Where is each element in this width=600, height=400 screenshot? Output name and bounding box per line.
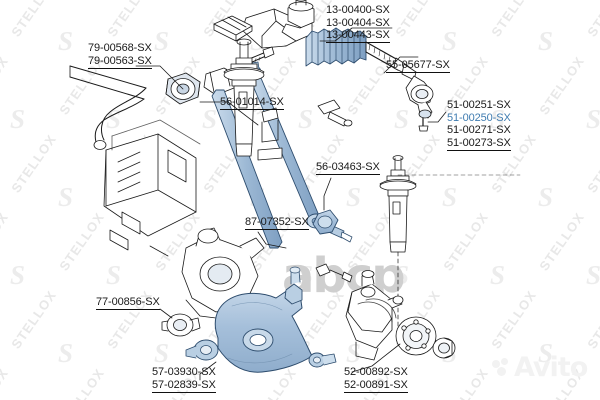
- callout-tie-rod-axial: 55-05677-SX: [386, 59, 450, 73]
- callout-stabilizer-bushing: 79-00568-SX 79-00563-SX: [88, 42, 152, 69]
- part-number: 13-00443-SX: [326, 29, 390, 41]
- front-strut-right-group: [379, 155, 521, 331]
- ball-joint-part-group: [312, 209, 339, 235]
- part-number: 55-05677-SX: [386, 59, 450, 71]
- avito-logo-icon: [492, 358, 511, 377]
- part-number: 57-02839-SX: [152, 378, 216, 391]
- front-strut-left-group: [223, 38, 265, 157]
- part-number: 13-00404-SX: [326, 16, 390, 29]
- lower-control-arm-group: [185, 266, 337, 373]
- steering-rack-group: [213, 0, 417, 81]
- callout-control-arm-bushing: 77-00856-SX: [96, 296, 160, 310]
- stabilizer-link-group: [211, 61, 353, 249]
- part-number: 87-07352-SX: [245, 216, 309, 228]
- control-arm-rear-bushing-group: [161, 313, 201, 337]
- part-number: 79-00568-SX: [88, 42, 152, 54]
- part-number: 51-00273-SX: [447, 136, 511, 149]
- part-number: 52-00891-SX: [344, 378, 408, 391]
- part-number: 51-00251-SX: [447, 99, 511, 111]
- avito-wordmark: Avito: [514, 352, 588, 383]
- callout-tie-rod-end: 51-00251-SX 51-00250-SX 51-00271-SX 51-0…: [447, 99, 511, 151]
- steering-knuckle-group: [181, 227, 265, 325]
- subframe-bracket-group: [103, 119, 201, 257]
- callout-stabilizer-link: 56-01014-SX: [220, 96, 284, 110]
- part-number-highlighted: 51-00250-SX: [447, 111, 511, 124]
- part-number: 13-00400-SX: [326, 4, 390, 16]
- avito-watermark: Avito: [492, 352, 588, 383]
- callout-stabilizer-link-lower: 56-03463-SX: [316, 161, 380, 175]
- tie-rod-end-group: [405, 75, 434, 132]
- leader-lines-group: [135, 27, 447, 381]
- part-number: 79-00563-SX: [88, 54, 152, 67]
- right-knuckle-hub-group: [345, 270, 456, 361]
- part-number: 51-00271-SX: [447, 124, 511, 136]
- part-number: 56-03463-SX: [316, 161, 380, 173]
- callout-control-arm: 57-03930-SX 57-02839-SX: [152, 366, 216, 393]
- callout-ball-joint: 87-07352-SX: [245, 216, 309, 230]
- callout-steering-rack-boot: 13-00400-SX 13-00404-SX 13-00443-SX: [326, 4, 390, 43]
- part-number: 77-00856-SX: [96, 296, 160, 308]
- part-number: 56-01014-SX: [220, 96, 284, 108]
- part-number: 52-00892-SX: [344, 366, 408, 378]
- callout-wheel-hub-bearing: 52-00892-SX 52-00891-SX: [344, 366, 408, 393]
- part-number: 57-03930-SX: [152, 366, 216, 378]
- fasteners-group: [257, 99, 353, 283]
